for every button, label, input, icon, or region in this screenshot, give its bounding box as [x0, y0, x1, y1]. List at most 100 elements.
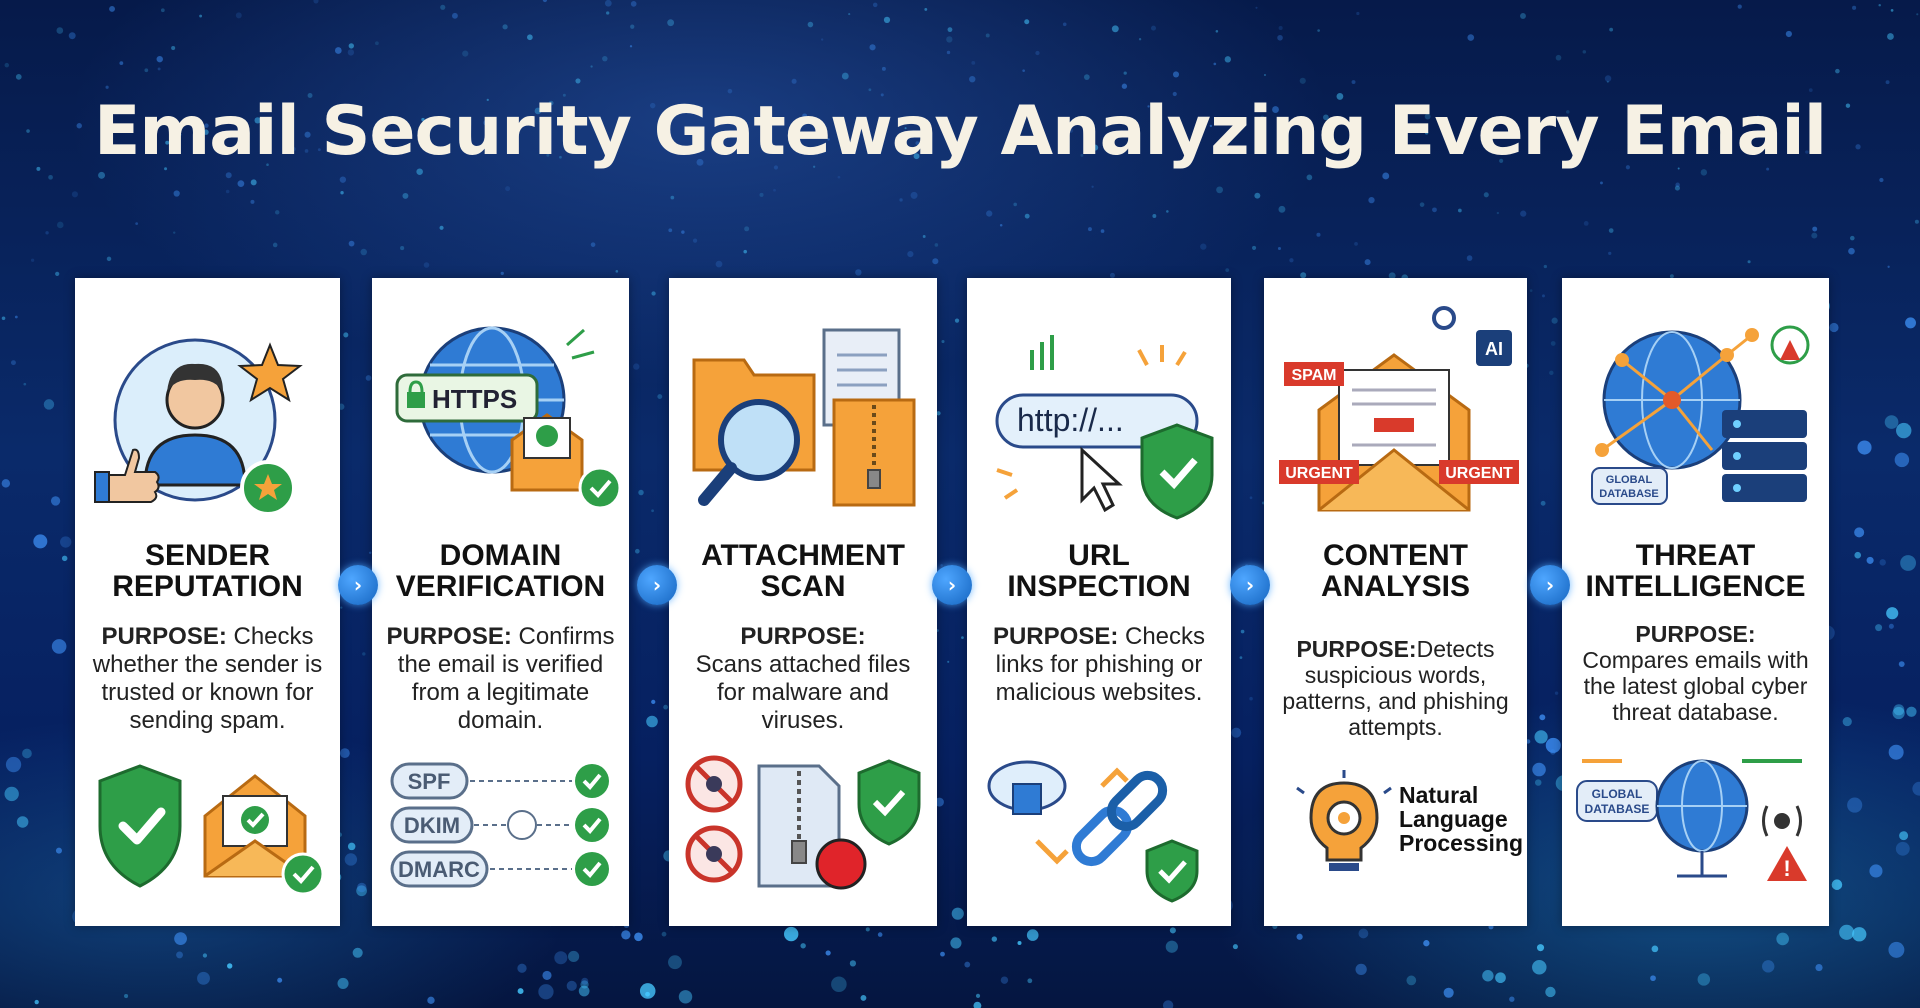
background-dot	[1545, 737, 1561, 753]
background-dot	[869, 44, 876, 51]
background-dot	[1399, 106, 1406, 113]
background-dot	[1356, 11, 1360, 16]
background-dot	[590, 242, 596, 247]
background-dot	[352, 947, 363, 958]
card-purpose: PURPOSE: Confirms the email is verified …	[384, 623, 617, 735]
background-dot	[941, 339, 945, 344]
background-dot	[1209, 124, 1213, 128]
background-dot	[199, 14, 203, 18]
background-dot	[1609, 27, 1614, 32]
background-dot	[1887, 265, 1890, 268]
background-dot	[1165, 940, 1178, 953]
background-dot	[1277, 34, 1283, 41]
background-dot	[1109, 272, 1115, 278]
background-dot	[1812, 226, 1818, 232]
background-dot	[344, 853, 358, 866]
background-dot	[883, 16, 891, 24]
background-dot	[1026, 929, 1039, 941]
background-dot	[934, 243, 939, 247]
url-text: http://...	[1017, 402, 1124, 438]
background-dot	[670, 195, 675, 200]
link-shield-icon	[987, 760, 1199, 903]
urgent-label-left: URGENT	[1285, 465, 1353, 482]
background-dot	[272, 242, 278, 248]
background-dot	[841, 72, 849, 80]
background-dot	[1674, 185, 1680, 191]
background-dot	[26, 129, 30, 133]
background-dot	[98, 171, 106, 179]
background-dot	[773, 188, 776, 192]
background-dot	[1520, 13, 1526, 19]
nlp-label: Natural Language Processing	[1399, 782, 1523, 856]
background-dot	[1278, 25, 1283, 31]
background-dot	[1, 479, 11, 488]
background-dot	[946, 36, 953, 43]
background-dot	[1839, 924, 1855, 940]
background-dot	[1534, 730, 1548, 744]
background-dot	[1811, 232, 1818, 239]
ai-label: AI	[1485, 339, 1503, 359]
background-dot	[483, 119, 490, 126]
background-dot	[60, 536, 72, 548]
background-dot	[542, 0, 548, 3]
background-dot	[105, 85, 109, 89]
card-purpose: PURPOSE: Scans attached files for malwar…	[681, 623, 925, 735]
background-dot	[907, 251, 914, 258]
background-dot	[124, 994, 129, 999]
background-dot	[1543, 264, 1548, 269]
background-dot	[855, 269, 862, 276]
purpose-label: PURPOSE:	[1635, 621, 1756, 647]
background-dot	[1608, 228, 1614, 233]
background-dot	[800, 943, 806, 949]
background-dot	[240, 141, 247, 148]
background-dot	[266, 163, 269, 167]
background-dot	[1540, 500, 1546, 506]
background-dot	[1884, 415, 1899, 429]
background-dot	[1225, 268, 1230, 272]
background-dot	[1532, 959, 1547, 975]
background-dot	[1306, 174, 1313, 181]
background-dot	[106, 256, 112, 262]
card-threat-intelligence: GLOBAL DATABASE THREAT INTELLIGENCE PURP…	[1562, 278, 1829, 926]
background-dot	[1906, 706, 1917, 717]
background-dot	[4, 786, 19, 802]
background-dot	[1651, 945, 1659, 953]
background-dot	[1551, 317, 1558, 324]
dkim-label: DKIM	[404, 813, 460, 838]
background-dot	[880, 93, 884, 97]
background-dot	[1805, 150, 1809, 154]
background-dot	[1323, 114, 1329, 121]
background-dot	[1458, 208, 1462, 213]
background-dot	[606, 11, 610, 15]
background-dot	[356, 885, 367, 897]
background-dot	[1741, 136, 1747, 142]
background-dot	[1554, 691, 1559, 695]
urgent-label-right: URGENT	[1445, 465, 1513, 482]
background-dot	[45, 231, 49, 235]
background-dot	[1424, 113, 1431, 120]
background-dot	[1831, 879, 1843, 890]
background-dot	[197, 971, 210, 985]
background-dot	[400, 246, 405, 251]
card-purpose: PURPOSE: Checks whether the sender is tr…	[87, 623, 328, 735]
background-dot	[634, 932, 643, 942]
background-dot	[165, 120, 172, 126]
background-dot	[144, 68, 149, 73]
background-dot	[119, 61, 124, 65]
background-dot	[517, 963, 527, 973]
background-dot	[590, 65, 593, 68]
background-dot	[135, 222, 139, 225]
card-title: ATTACHMENT SCAN	[701, 539, 905, 603]
background-dot	[1842, 716, 1852, 727]
background-dot	[951, 907, 964, 920]
card-purpose: PURPOSE: Compares emails with the latest…	[1574, 621, 1817, 725]
background-dot	[1848, 247, 1855, 255]
purpose-label: PURPOSE:	[740, 623, 866, 650]
background-dot	[1388, 272, 1396, 280]
background-dot	[340, 606, 343, 609]
background-dot	[1539, 714, 1546, 721]
background-dot	[1424, 131, 1429, 135]
background-dot	[1016, 122, 1024, 130]
background-dot	[1916, 13, 1919, 16]
background-dot	[307, 93, 313, 98]
